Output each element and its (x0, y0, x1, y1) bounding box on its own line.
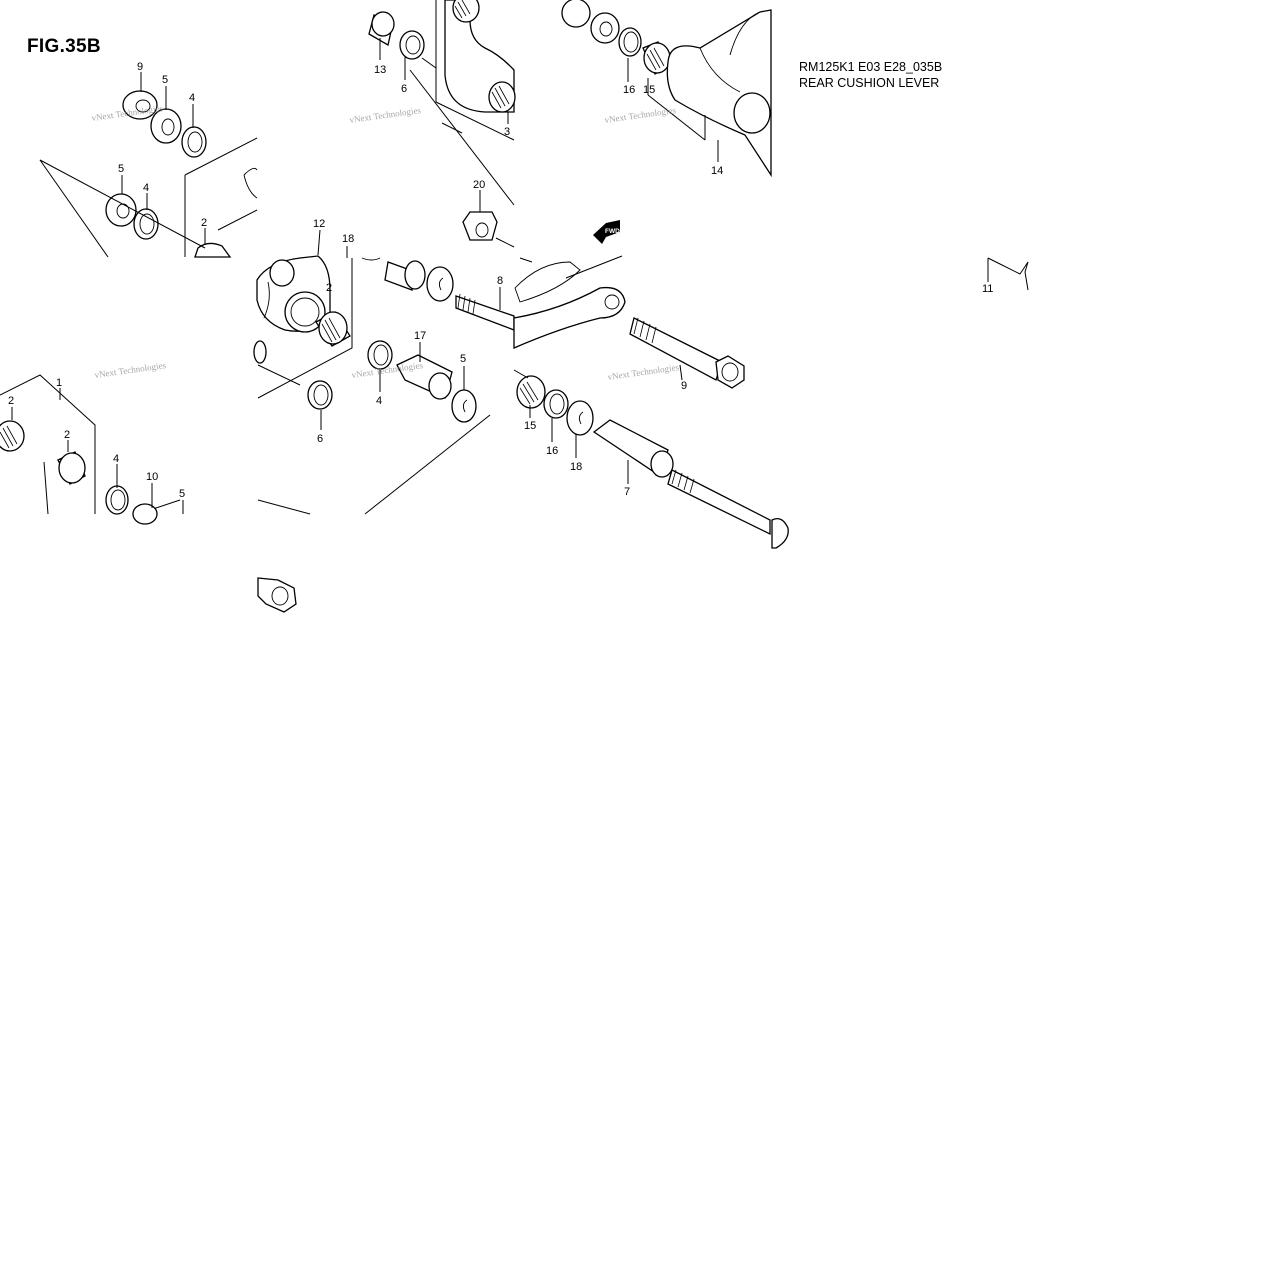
bottom-bolt-head[interactable] (257, 577, 297, 613)
bearing-15-lower[interactable] (516, 375, 546, 409)
callout-15-mid[interactable]: 15 (524, 420, 536, 432)
long-bolt[interactable] (667, 469, 789, 549)
cushion-rod-link[interactable] (513, 286, 626, 349)
watermark: vNext Technologies (349, 105, 422, 125)
tile-top-middle (368, 0, 516, 248)
watermark: vNext Technologies (607, 362, 680, 382)
callout-18-top[interactable]: 18 (342, 233, 354, 245)
callout-12[interactable]: 12 (313, 218, 325, 230)
spacer-10[interactable] (132, 503, 158, 525)
callout-16-mid[interactable]: 16 (546, 445, 558, 457)
fwd-arrow-icon: FWD (593, 220, 620, 244)
watermark: vNext Technologies (604, 105, 677, 125)
seal-4-mid[interactable] (367, 340, 393, 370)
watermarks: vNext Technologies vNext Technologies vN… (91, 103, 680, 382)
callout-2-left[interactable]: 2 (201, 217, 207, 229)
washer-5-upper[interactable] (150, 108, 182, 144)
tile-top-right: FWD (561, 0, 772, 244)
bearing-2-mid[interactable] (315, 311, 351, 347)
seal-4-lower[interactable] (133, 208, 159, 240)
callout-3[interactable]: 3 (504, 126, 510, 138)
seal-16-upper[interactable] (618, 27, 642, 57)
spacer-17[interactable] (396, 354, 453, 400)
spacer-7[interactable] (592, 419, 674, 478)
callout-11[interactable]: 11 (982, 283, 993, 295)
callout-6-mid[interactable]: 6 (317, 433, 323, 445)
callout-8[interactable]: 8 (497, 275, 503, 287)
fwd-arrow-text: FWD (605, 228, 620, 235)
fragment-11 (987, 257, 1029, 291)
bolt-8[interactable] (455, 293, 515, 331)
callout-10[interactable]: 10 (146, 471, 158, 483)
callout-4-left[interactable]: 4 (143, 182, 149, 194)
callout-5-low-left[interactable]: 5 (179, 488, 185, 500)
tile-middle-right (513, 255, 789, 549)
seal-4-upper[interactable] (181, 126, 207, 158)
washer-top[interactable] (561, 0, 591, 28)
callout-13[interactable]: 13 (374, 64, 386, 76)
watermark: vNext Technologies (94, 360, 167, 380)
tile-middle-left (0, 374, 184, 525)
seal-6-upper[interactable] (399, 30, 425, 60)
callout-20[interactable]: 20 (473, 179, 485, 191)
nut-top[interactable] (590, 12, 620, 44)
callout-4-top[interactable]: 4 (189, 92, 195, 104)
callout-2-low-left[interactable]: 2 (64, 429, 70, 441)
seal-6-lower[interactable] (307, 380, 333, 410)
callout-14[interactable]: 14 (711, 165, 723, 177)
bearing-15-upper[interactable] (642, 41, 671, 75)
callout-5-left[interactable]: 5 (118, 163, 124, 175)
spacer-13[interactable] (368, 11, 395, 47)
figure-title: FIG.35B (27, 36, 101, 57)
callout-1[interactable]: 1 (56, 377, 62, 389)
seal-4-mid-left[interactable] (105, 485, 129, 515)
seal-16-lower[interactable] (543, 389, 569, 419)
callout-18-mid[interactable]: 18 (570, 461, 582, 473)
callout-4-low-left[interactable]: 4 (113, 453, 119, 465)
nut-9[interactable] (122, 90, 158, 120)
figure-name: REAR CUSHION LEVER (799, 76, 940, 90)
callout-7[interactable]: 7 (624, 486, 630, 498)
callout-2-far-left[interactable]: 2 (8, 395, 14, 407)
callout-9-top[interactable]: 9 (137, 61, 143, 73)
callout-6-top[interactable]: 6 (401, 83, 407, 95)
bearing-2-mid-center[interactable] (57, 451, 86, 485)
cushion-lever-14[interactable] (666, 9, 772, 178)
tile-top-left (39, 72, 258, 258)
washer-5-mid[interactable] (451, 389, 477, 423)
figure-code: RM125K1 E03 E28_035B (799, 60, 943, 74)
callout-17[interactable]: 17 (414, 330, 426, 342)
callout-16-top[interactable]: 16 (623, 84, 635, 96)
callout-labels: 9 5 4 5 4 2 13 6 3 20 16 15 14 12 18 2 8… (8, 61, 993, 500)
callout-15-top[interactable]: 15 (643, 84, 655, 96)
bolt-9[interactable] (629, 317, 745, 389)
tile-middle-center (253, 229, 515, 515)
washer-5-lower[interactable] (105, 193, 137, 227)
callout-5-top[interactable]: 5 (162, 74, 168, 86)
bearing-2-mid-left[interactable] (0, 420, 25, 452)
callout-9-mid[interactable]: 9 (681, 380, 687, 392)
nut-20[interactable] (462, 211, 498, 241)
callout-4-mid[interactable]: 4 (376, 395, 382, 407)
washer-top-mid[interactable] (426, 266, 454, 302)
washer-18-lower[interactable] (566, 400, 594, 436)
callout-5-mid[interactable]: 5 (460, 353, 466, 365)
callout-2-mid[interactable]: 2 (326, 282, 332, 294)
